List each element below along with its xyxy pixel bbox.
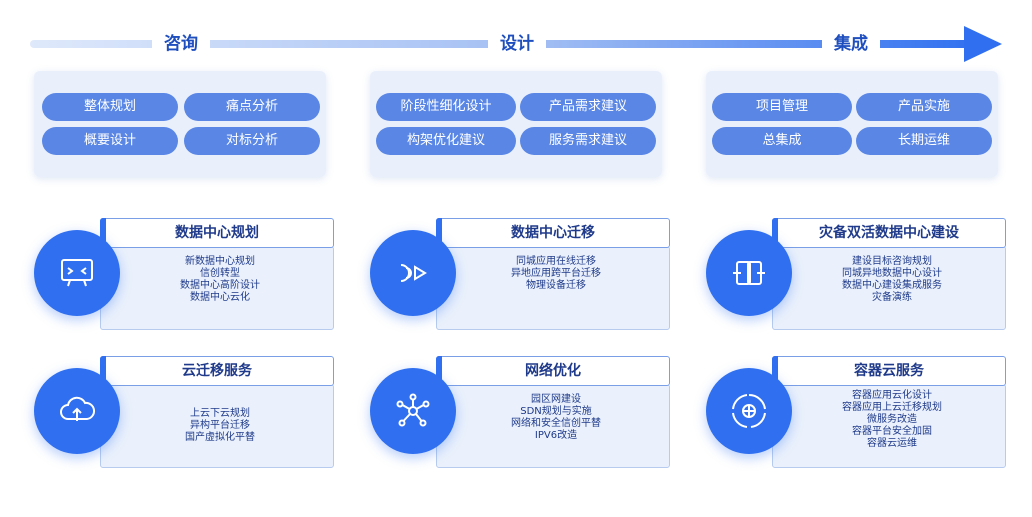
phase-item: 产品需求建议	[520, 93, 656, 121]
list-item: 容器应用上云迁移规划	[842, 402, 942, 413]
service-card-cloud-migration: 云迁移服务 上云下云规划 异构平台迁移 国产虚拟化平替	[34, 350, 334, 470]
list-item: 园区网建设	[531, 394, 581, 405]
service-card-network-optimization: 网络优化 园区网建设 SDN规划与实施 网络和安全信创平替 IPV6改造	[370, 350, 670, 470]
list-item: 新数据中心规划	[185, 256, 255, 267]
card-title: 云迁移服务	[100, 356, 334, 386]
list-item: 同城应用在线迁移	[516, 256, 596, 267]
service-card-dc-migration: 数据中心迁移 同城应用在线迁移 异地应用跨平台迁移 物理设备迁移	[370, 212, 670, 332]
list-item: 物理设备迁移	[526, 280, 586, 291]
card-title: 灾备双活数据中心建设	[772, 218, 1006, 248]
cloud-upload-icon	[34, 368, 120, 454]
container-cloud-icon	[706, 368, 792, 454]
card-item-list: 建设目标咨询规划 同城异地数据中心设计 数据中心建设集成服务 灾备演练	[792, 256, 992, 304]
arrow-head-icon	[964, 26, 1002, 62]
card-body	[436, 384, 670, 468]
list-item: 建设目标咨询规划	[852, 256, 932, 267]
list-item: 微服务改造	[867, 414, 917, 425]
card-title: 数据中心规划	[100, 218, 334, 248]
list-item: 数据中心建设集成服务	[842, 280, 942, 291]
card-title: 网络优化	[436, 356, 670, 386]
list-item: 信创转型	[200, 268, 240, 279]
list-item: 国产虚拟化平替	[185, 432, 255, 443]
service-card-dr-datacenter: 灾备双活数据中心建设 建设目标咨询规划 同城异地数据中心设计 数据中心建设集成服…	[706, 212, 1006, 332]
phase-item: 对标分析	[184, 127, 320, 155]
list-item: 网络和安全信创平替	[511, 418, 601, 429]
card-body	[436, 246, 670, 330]
card-item-list: 容器应用云化设计 容器应用上云迁移规划 微服务改造 容器平台安全加固 容器云运维	[792, 390, 992, 450]
phase-item: 构架优化建议	[376, 127, 516, 155]
list-item: 异地应用跨平台迁移	[511, 268, 601, 279]
phase-panel-integrate: 项目管理 产品实施 总集成 长期运维	[706, 71, 998, 177]
service-card-dc-planning: 数据中心规划 新数据中心规划 信创转型 数据中心高阶设计 数据中心云化	[34, 212, 334, 332]
network-icon	[370, 368, 456, 454]
phase-item: 阶段性细化设计	[376, 93, 516, 121]
phase-panel-consult: 整体规划 痛点分析 概要设计 对标分析	[34, 71, 326, 177]
card-item-list: 同城应用在线迁移 异地应用跨平台迁移 物理设备迁移	[456, 256, 656, 292]
monitor-icon	[34, 230, 120, 316]
phase-item: 概要设计	[42, 127, 178, 155]
phase-item: 产品实施	[856, 93, 992, 121]
phase-item: 长期运维	[856, 127, 992, 155]
card-item-list: 园区网建设 SDN规划与实施 网络和安全信创平替 IPV6改造	[456, 394, 656, 442]
card-item-list: 上云下云规划 异构平台迁移 国产虚拟化平替	[120, 408, 320, 444]
card-title: 数据中心迁移	[436, 218, 670, 248]
service-card-container-cloud: 容器云服务 容器应用云化设计 容器应用上云迁移规划 微服务改造 容器平台安全加固…	[706, 350, 1006, 470]
phase-label-design: 设计	[488, 30, 546, 58]
phase-item: 项目管理	[712, 93, 852, 121]
list-item: IPV6改造	[534, 430, 578, 441]
card-body	[772, 384, 1006, 468]
migrate-icon	[370, 230, 456, 316]
list-item: 容器应用云化设计	[852, 390, 932, 401]
list-item: 上云下云规划	[190, 408, 250, 419]
phase-item: 总集成	[712, 127, 852, 155]
list-item: 异构平台迁移	[190, 420, 250, 431]
card-title: 容器云服务	[772, 356, 1006, 386]
phase-item: 整体规划	[42, 93, 178, 121]
phase-item: 服务需求建议	[520, 127, 656, 155]
list-item: 数据中心云化	[190, 292, 250, 303]
list-item: 容器云运维	[867, 438, 917, 449]
list-item: 数据中心高阶设计	[180, 280, 260, 291]
phase-item: 痛点分析	[184, 93, 320, 121]
phase-label-consult: 咨询	[152, 30, 210, 58]
card-body	[100, 246, 334, 330]
card-body	[772, 246, 1006, 330]
backup-icon	[706, 230, 792, 316]
list-item: 同城异地数据中心设计	[842, 268, 942, 279]
phase-panel-design: 阶段性细化设计 产品需求建议 构架优化建议 服务需求建议	[370, 71, 662, 177]
phase-label-integrate: 集成	[822, 30, 880, 58]
card-item-list: 新数据中心规划 信创转型 数据中心高阶设计 数据中心云化	[120, 256, 320, 304]
list-item: 灾备演练	[872, 292, 912, 303]
list-item: SDN规划与实施	[520, 406, 592, 417]
list-item: 容器平台安全加固	[852, 426, 932, 437]
